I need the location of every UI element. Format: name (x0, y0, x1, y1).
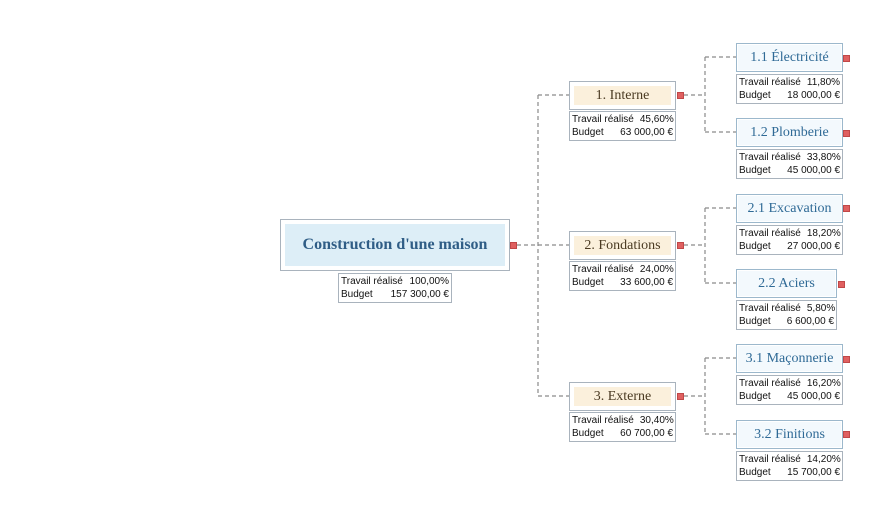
leaf-collapse-handle[interactable] (843, 356, 850, 363)
travail-label: Travail réalisé (739, 77, 801, 88)
leaf-info-box: Travail réalisé 14,20% Budget 15 700,00 € (736, 451, 843, 481)
leaf-collapse-handle[interactable] (838, 281, 845, 288)
branch-node-interne[interactable]: 1. Interne (569, 81, 676, 110)
leaf-info-box: Travail réalisé 11,80% Budget 18 000,00 € (736, 74, 843, 104)
branch-info-box: Travail réalisé 30,40% Budget 60 700,00 € (569, 412, 676, 442)
branch-info-box: Travail réalisé 45,60% Budget 63 000,00 € (569, 111, 676, 141)
root-collapse-handle[interactable] (510, 242, 517, 249)
leaf-node-label: 3.2 Finitions (738, 422, 841, 447)
branch-collapse-handle[interactable] (677, 242, 684, 249)
leaf-node-maconnerie[interactable]: 3.1 Maçonnerie (736, 344, 843, 373)
travail-label: Travail réalisé (572, 114, 634, 125)
travail-label: Travail réalisé (739, 152, 801, 163)
travail-label: Travail réalisé (572, 415, 634, 426)
leaf-node-plomberie[interactable]: 1.2 Plomberie (736, 118, 843, 147)
branch-collapse-handle[interactable] (677, 92, 684, 99)
branch-node-externe[interactable]: 3. Externe (569, 382, 676, 411)
branch-node-fondations[interactable]: 2. Fondations (569, 231, 676, 260)
root-node[interactable]: Construction d'une maison (280, 219, 510, 271)
travail-value: 18,20% (806, 228, 841, 239)
root-travail-label: Travail réalisé (341, 276, 403, 287)
leaf-collapse-handle[interactable] (843, 205, 850, 212)
budget-value: 33 600,00 € (620, 277, 673, 288)
travail-label: Travail réalisé (739, 228, 801, 239)
travail-value: 24,00% (639, 264, 674, 275)
branch-node-label: 1. Interne (574, 86, 671, 105)
leaf-node-label: 1.2 Plomberie (738, 120, 841, 145)
leaf-node-finitions[interactable]: 3.2 Finitions (736, 420, 843, 449)
travail-value: 16,20% (806, 378, 841, 389)
leaf-info-box: Travail réalisé 5,80% Budget 6 600,00 € (736, 300, 837, 330)
branch-node-label: 2. Fondations (574, 236, 671, 255)
leaf-collapse-handle[interactable] (843, 130, 850, 137)
budget-value: 18 000,00 € (787, 90, 840, 101)
travail-label: Travail réalisé (572, 264, 634, 275)
budget-label: Budget (739, 316, 771, 327)
branch-node-label: 3. Externe (574, 387, 671, 406)
travail-value: 5,80% (806, 303, 836, 314)
root-travail-value: 100,00% (409, 276, 449, 287)
budget-value: 6 600,00 € (786, 316, 834, 327)
root-node-label: Construction d'une maison (285, 224, 505, 266)
root-info-box: Travail réalisé 100,00% Budget 157 300,00 … (338, 273, 452, 303)
budget-label: Budget (572, 277, 604, 288)
leaf-node-label: 1.1 Électricité (738, 45, 841, 70)
travail-label: Travail réalisé (739, 454, 801, 465)
travail-value: 14,20% (806, 454, 841, 465)
budget-label: Budget (739, 165, 771, 176)
branch-info-box: Travail réalisé 24,00% Budget 33 600,00 € (569, 261, 676, 291)
leaf-info-box: Travail réalisé 16,20% Budget 45 000,00 € (736, 375, 843, 405)
travail-value: 11,80% (806, 77, 841, 88)
budget-label: Budget (739, 241, 771, 252)
leaf-node-electricite[interactable]: 1.1 Électricité (736, 43, 843, 72)
budget-label: Budget (739, 391, 771, 402)
travail-value: 45,60% (639, 114, 674, 125)
leaf-collapse-handle[interactable] (843, 55, 850, 62)
leaf-node-label: 3.1 Maçonnerie (738, 346, 841, 371)
budget-label: Budget (572, 428, 604, 439)
budget-value: 15 700,00 € (787, 467, 840, 478)
leaf-info-box: Travail réalisé 18,20% Budget 27 000,00 € (736, 225, 843, 255)
leaf-collapse-handle[interactable] (843, 431, 850, 438)
budget-value: 60 700,00 € (620, 428, 673, 439)
root-budget-value: 157 300,00 € (390, 289, 449, 300)
leaf-node-label: 2.1 Excavation (738, 196, 841, 221)
budget-label: Budget (739, 90, 771, 101)
budget-value: 45 000,00 € (787, 391, 840, 402)
budget-value: 63 000,00 € (620, 127, 673, 138)
leaf-node-aciers[interactable]: 2.2 Aciers (736, 269, 837, 298)
branch-collapse-handle[interactable] (677, 393, 684, 400)
leaf-node-excavation[interactable]: 2.1 Excavation (736, 194, 843, 223)
budget-label: Budget (572, 127, 604, 138)
budget-label: Budget (739, 467, 771, 478)
root-budget-label: Budget (341, 289, 373, 300)
leaf-node-label: 2.2 Aciers (738, 271, 835, 296)
travail-value: 30,40% (639, 415, 674, 426)
budget-value: 27 000,00 € (787, 241, 840, 252)
budget-value: 45 000,00 € (787, 165, 840, 176)
travail-label: Travail réalisé (739, 303, 801, 314)
travail-label: Travail réalisé (739, 378, 801, 389)
leaf-info-box: Travail réalisé 33,80% Budget 45 000,00 € (736, 149, 843, 179)
travail-value: 33,80% (806, 152, 841, 163)
